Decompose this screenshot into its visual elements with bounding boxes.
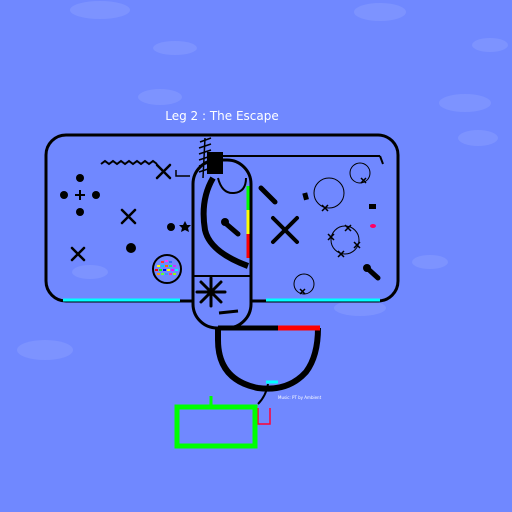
exit-chute <box>257 383 269 405</box>
ring-obstacles <box>293 162 371 295</box>
star-hazard <box>179 221 191 232</box>
player[interactable] <box>152 254 182 284</box>
cross-hazard <box>70 163 172 262</box>
plus-marker <box>75 190 85 200</box>
small-block <box>302 192 309 201</box>
wavy-rail <box>100 159 158 166</box>
bottom-bowl-wall <box>215 327 321 392</box>
background-clouds <box>17 1 508 360</box>
music-credit: Music: PT by Ambient <box>278 395 322 400</box>
asterisk-hazard <box>195 276 227 308</box>
pod-inner-curve <box>200 176 250 269</box>
pod-top-cup <box>217 177 247 195</box>
pink-gem <box>370 224 376 228</box>
spring-coil <box>198 137 212 179</box>
knob-right <box>363 264 371 272</box>
big-cross <box>271 216 299 244</box>
start-marker <box>257 408 271 425</box>
level-title: Leg 2 : The Escape <box>165 109 279 123</box>
ceiling-rail-end <box>379 155 384 165</box>
ring-crosses <box>299 177 367 295</box>
small-block-2 <box>369 204 376 209</box>
pod-lower-bar <box>218 309 239 315</box>
dot-cluster <box>60 174 175 253</box>
exit-goal <box>174 404 258 449</box>
knob <box>221 218 229 226</box>
ledge <box>175 170 190 177</box>
